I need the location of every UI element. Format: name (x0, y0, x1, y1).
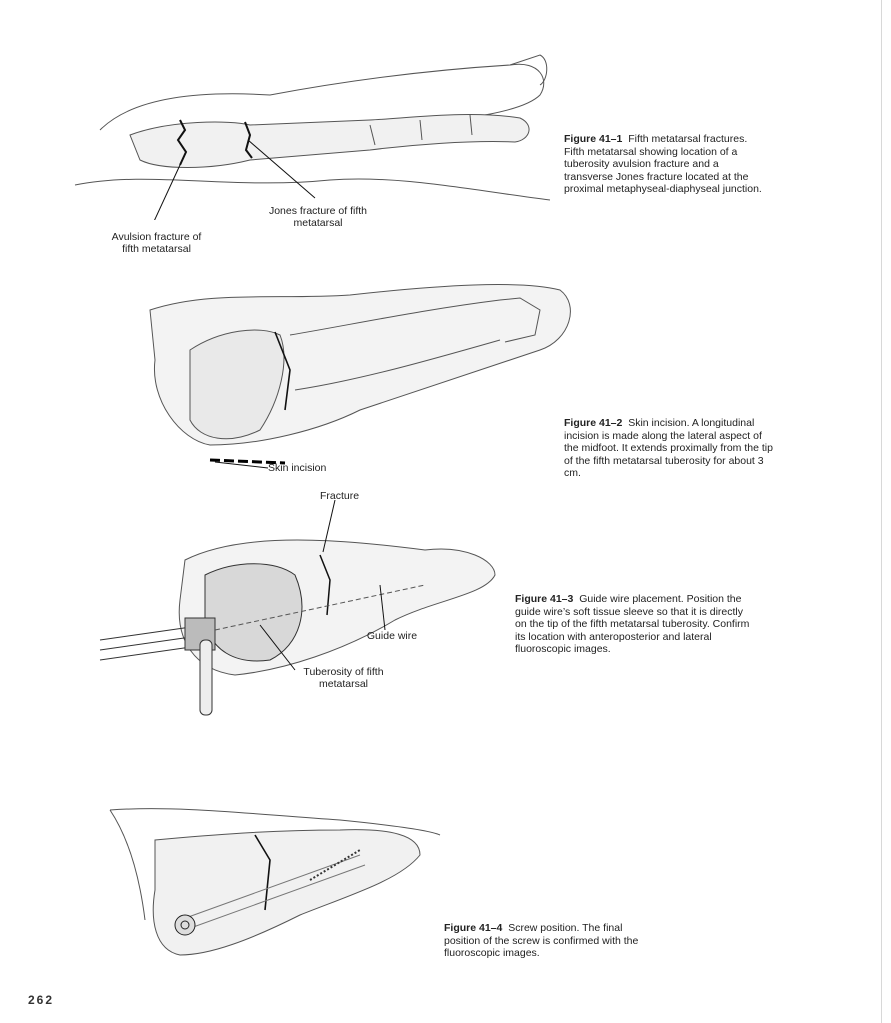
figure-41-1-caption: Figure 41–1 Fifth metatarsal fractures. … (564, 133, 769, 196)
figure-41-2-caption: Figure 41–2 Skin incision. A longitudina… (564, 417, 774, 480)
skin-incision-label: Skin incision (268, 462, 327, 474)
caption-text: Skin incision. A longitudinal incision i… (564, 417, 773, 480)
figure-41-3-illustration (95, 500, 515, 720)
tuberosity-label: Tuberosity of fifth metatarsal (303, 666, 384, 690)
figure-number: Figure 41–4 (444, 922, 503, 934)
guide-wire-label: Guide wire (366, 630, 418, 642)
caption-text: Screw position. The final position of th… (444, 922, 639, 960)
figure-41-4-illustration (100, 800, 450, 980)
caption-text: Guide wire placement. Position the guide… (515, 593, 750, 656)
caption-text: Fifth metatarsal fractures. Fifth metata… (564, 133, 762, 196)
figure-41-1-illustration (70, 40, 560, 220)
figure-41-3-caption: Figure 41–3 Guide wire placement. Positi… (515, 593, 755, 656)
figure-41-2-illustration (120, 280, 580, 470)
page-edge (881, 0, 882, 1023)
figure-number: Figure 41–2 (564, 417, 623, 429)
figure-number: Figure 41–1 (564, 133, 623, 145)
jones-fracture-label: Jones fracture of fifth metatarsal (268, 205, 368, 229)
avulsion-fracture-label: Avulsion fracture of fifth metatarsal (111, 231, 202, 255)
figure-number: Figure 41–3 (515, 593, 574, 605)
page-number: 262 (28, 993, 55, 1007)
fracture-label: Fracture (319, 490, 360, 502)
figure-41-4-caption: Figure 41–4 Screw position. The final po… (444, 922, 644, 960)
